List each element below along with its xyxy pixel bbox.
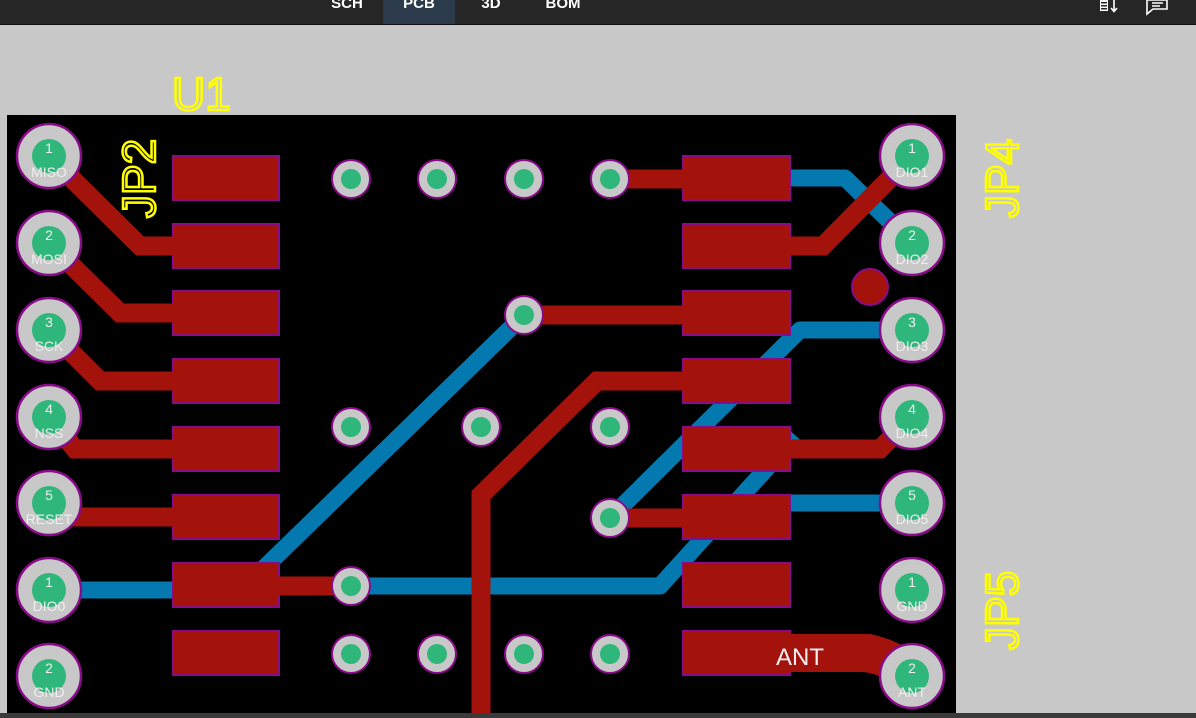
pin-signal: DIO5 [896,511,929,527]
header-pins: 1MISO2MOSI3SCK4NSS5RESET1DIO02GND1DIO12D… [15,122,946,710]
pin-number: 5 [908,487,916,503]
pcb-canvas[interactable]: U1 JP2 JP4 JP5 [0,25,1196,713]
smd-pad [172,155,280,201]
pin-number: 4 [45,401,53,417]
pin-number: 1 [908,574,916,590]
pin-signal: DIO1 [896,164,929,180]
pin-signal: RESET [26,511,73,527]
via [590,498,630,538]
pin-number: 1 [45,574,53,590]
trace-dio3 [604,321,912,525]
bottom-bar [0,713,1196,718]
pin-number: 2 [45,227,53,243]
pin-signal: NSS [35,425,64,441]
via [331,566,371,606]
sort-icon[interactable] [1098,0,1122,14]
pin-signal: DIO0 [33,598,66,614]
tab-bom[interactable]: BOM [545,0,581,12]
pin-number: 2 [908,227,916,243]
via [461,407,501,447]
pin-number: 1 [908,140,916,156]
via [417,634,457,674]
tab-pcb[interactable]: PCB [383,0,455,24]
via [417,159,457,199]
silk-jp4: JP4 [976,139,1028,218]
pin-signal: DIO3 [896,338,929,354]
pin-signal: DIO4 [896,425,929,441]
tab-3d[interactable]: 3D [481,0,501,12]
smd-pad [682,562,791,608]
pin-number: 3 [908,314,916,330]
via [331,407,371,447]
pin-number: 3 [45,314,53,330]
trace-dio0-via [256,308,530,577]
pin-signal: DIO2 [896,251,929,267]
pin-signal: ANT [898,684,926,700]
via [590,634,630,674]
silk-jp2: JP2 [113,139,165,218]
silk-jp5: JP5 [976,571,1028,650]
via [590,159,630,199]
via [590,407,630,447]
ant-pad-label: ANT [776,644,824,671]
trace-bus [351,430,803,595]
pin-number: 1 [45,140,53,156]
smd-pad [172,630,280,676]
comment-icon[interactable] [1144,0,1172,16]
trace-long [471,371,730,713]
toolbar: SCH PCB 3D BOM [0,0,1196,25]
via [504,159,544,199]
ant-trace [683,634,919,690]
silk-u1: U1 [172,68,231,120]
pin-signal: GND [896,598,927,614]
via [331,634,371,674]
pin-signal: GND [33,684,64,700]
trace-dio2-top [730,149,919,256]
pin-signal: SCK [35,338,64,354]
pcb-view[interactable]: U1 JP2 JP4 JP5 [0,25,1196,713]
pin-number: 2 [45,660,53,676]
pin-signal: MOSI [31,251,67,267]
via [504,295,544,335]
pin-number: 5 [45,487,53,503]
pin-number: 2 [908,660,916,676]
via [331,159,371,199]
test-pad [851,268,889,306]
pin-signal: MISO [31,164,67,180]
trace-miso [42,149,230,256]
vias [331,159,630,674]
pin-number: 4 [908,401,916,417]
via [504,634,544,674]
tab-sch[interactable]: SCH [331,0,363,12]
